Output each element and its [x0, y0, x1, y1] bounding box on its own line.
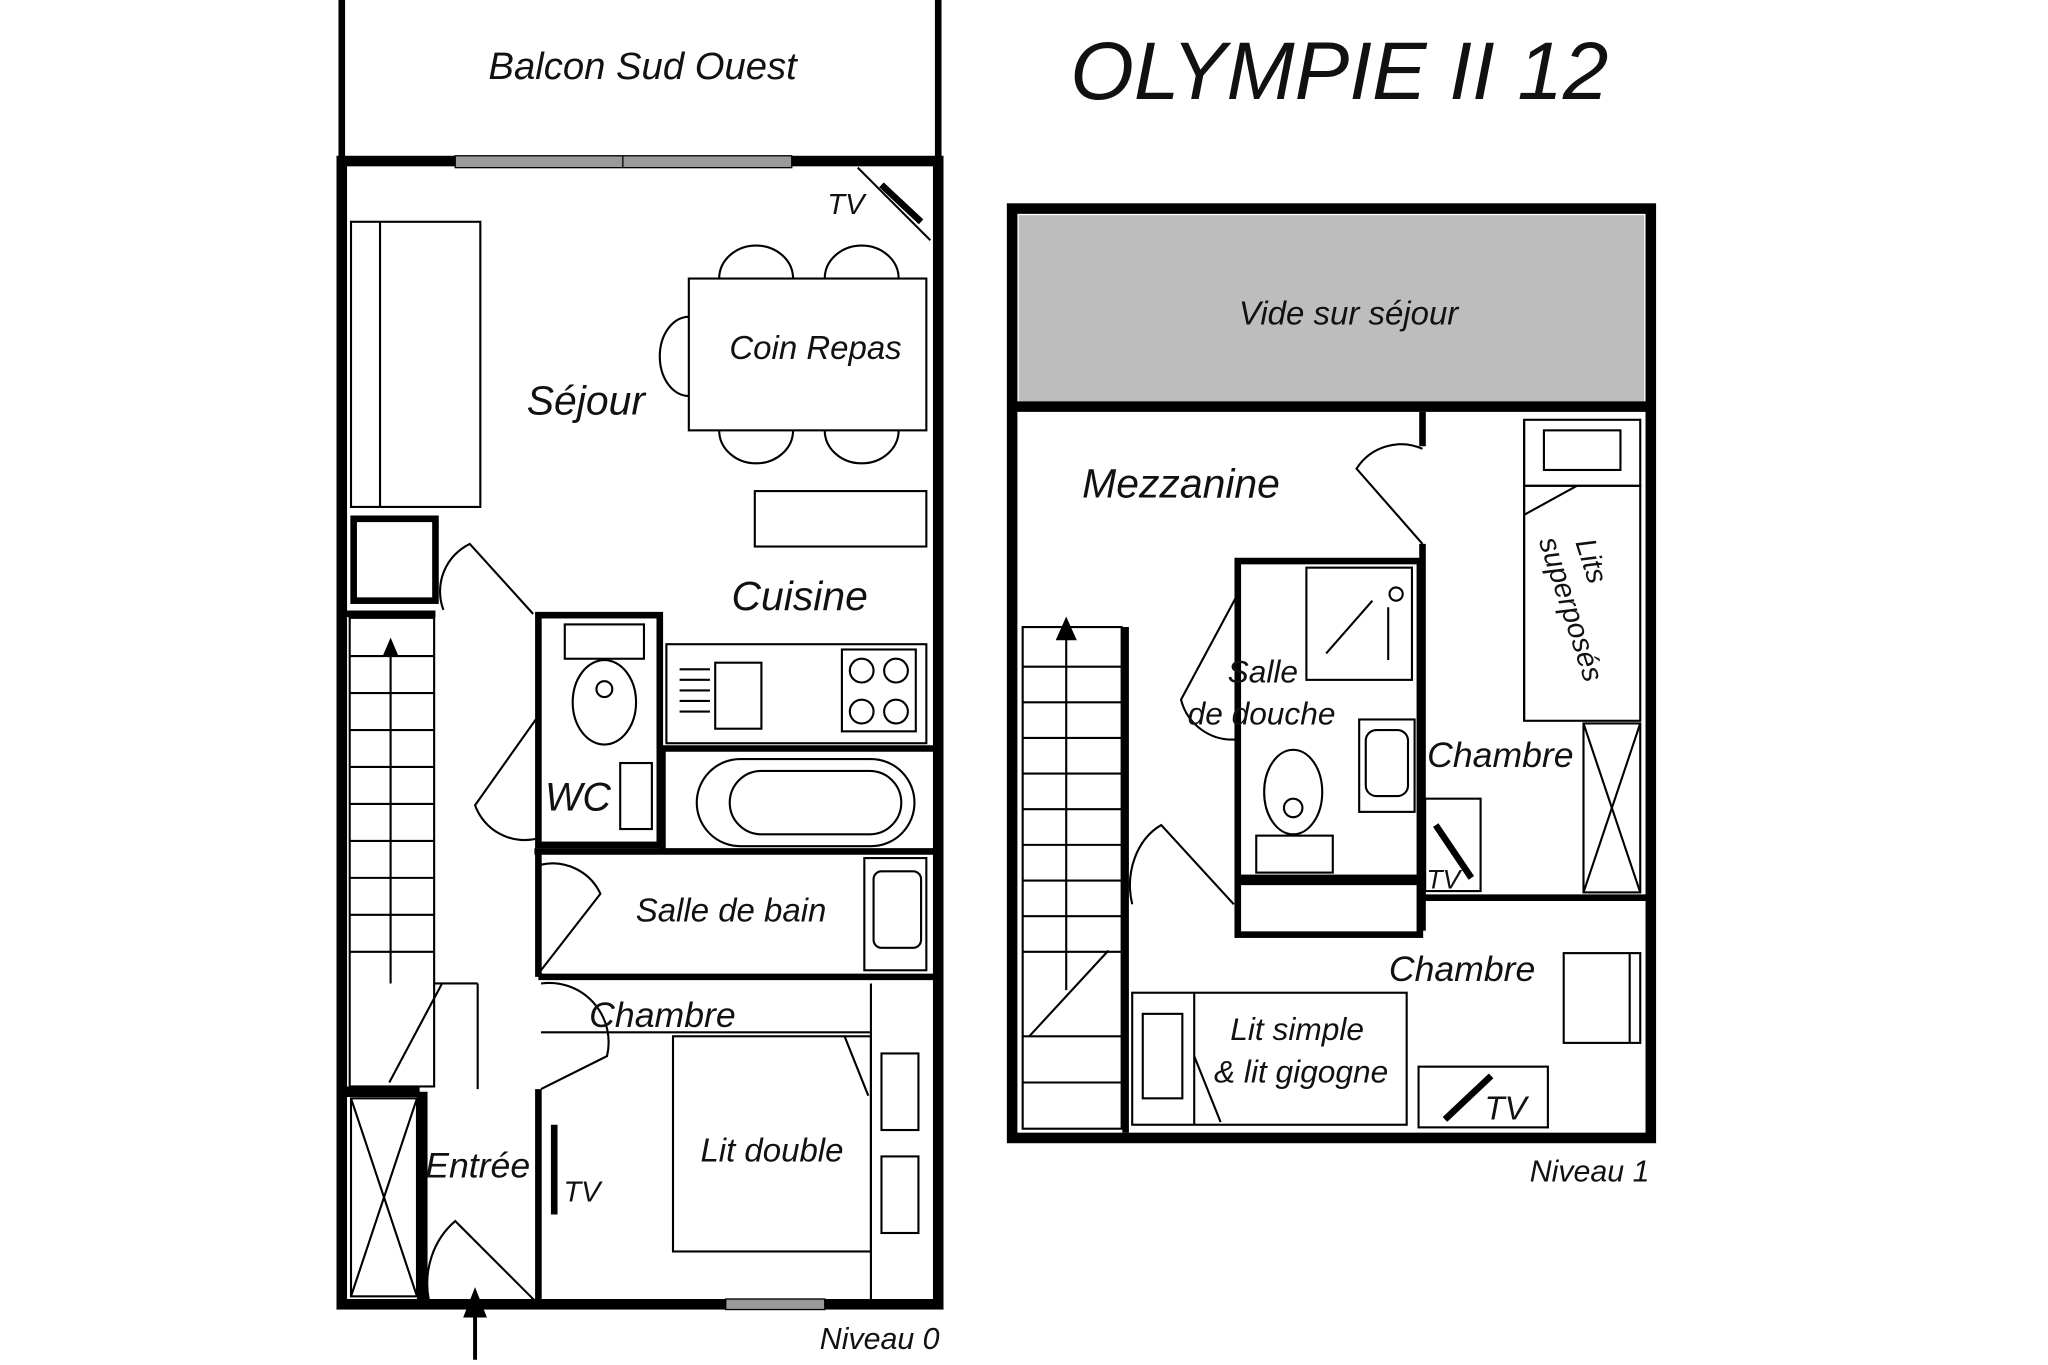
label-void: Vide sur séjour — [1239, 295, 1460, 332]
void-area — [1018, 215, 1645, 403]
label-living: Séjour — [527, 378, 647, 424]
label-bedroom-a: Chambre — [1427, 735, 1574, 775]
label-dining: Coin Repas — [729, 329, 901, 366]
plan-title: OLYMPIE II 12 — [1070, 26, 1608, 117]
label-beds-2: & lit gigogne — [1214, 1053, 1388, 1089]
level-0-plan — [336, 0, 944, 1360]
label-bedroom: Chambre — [589, 995, 736, 1035]
level-1-label: Niveau 1 — [1530, 1155, 1650, 1188]
label-wc: WC — [545, 776, 611, 820]
label-bathroom: Salle de bain — [636, 891, 827, 928]
label-shower-1: Salle — [1228, 653, 1298, 689]
level-1-plan — [1006, 203, 1657, 1144]
label-entry: Entrée — [425, 1146, 530, 1186]
label-tv: TV — [827, 189, 867, 221]
label-beds-1: Lit simple — [1230, 1011, 1364, 1047]
label-balcony: Balcon Sud Ouest — [488, 45, 798, 88]
label-double-bed: Lit double — [700, 1132, 843, 1169]
window — [725, 1298, 826, 1311]
label-tv: TV — [563, 1176, 603, 1208]
label-shower-2: de douche — [1188, 696, 1336, 732]
label-tv: TV — [1485, 1089, 1530, 1126]
label-kitchen: Cuisine — [731, 573, 867, 619]
level-0-label: Niveau 0 — [820, 1323, 940, 1356]
label-mezzanine: Mezzanine — [1082, 461, 1280, 507]
label-bedroom-b: Chambre — [1389, 949, 1536, 989]
label-tv: TV — [1426, 864, 1462, 894]
